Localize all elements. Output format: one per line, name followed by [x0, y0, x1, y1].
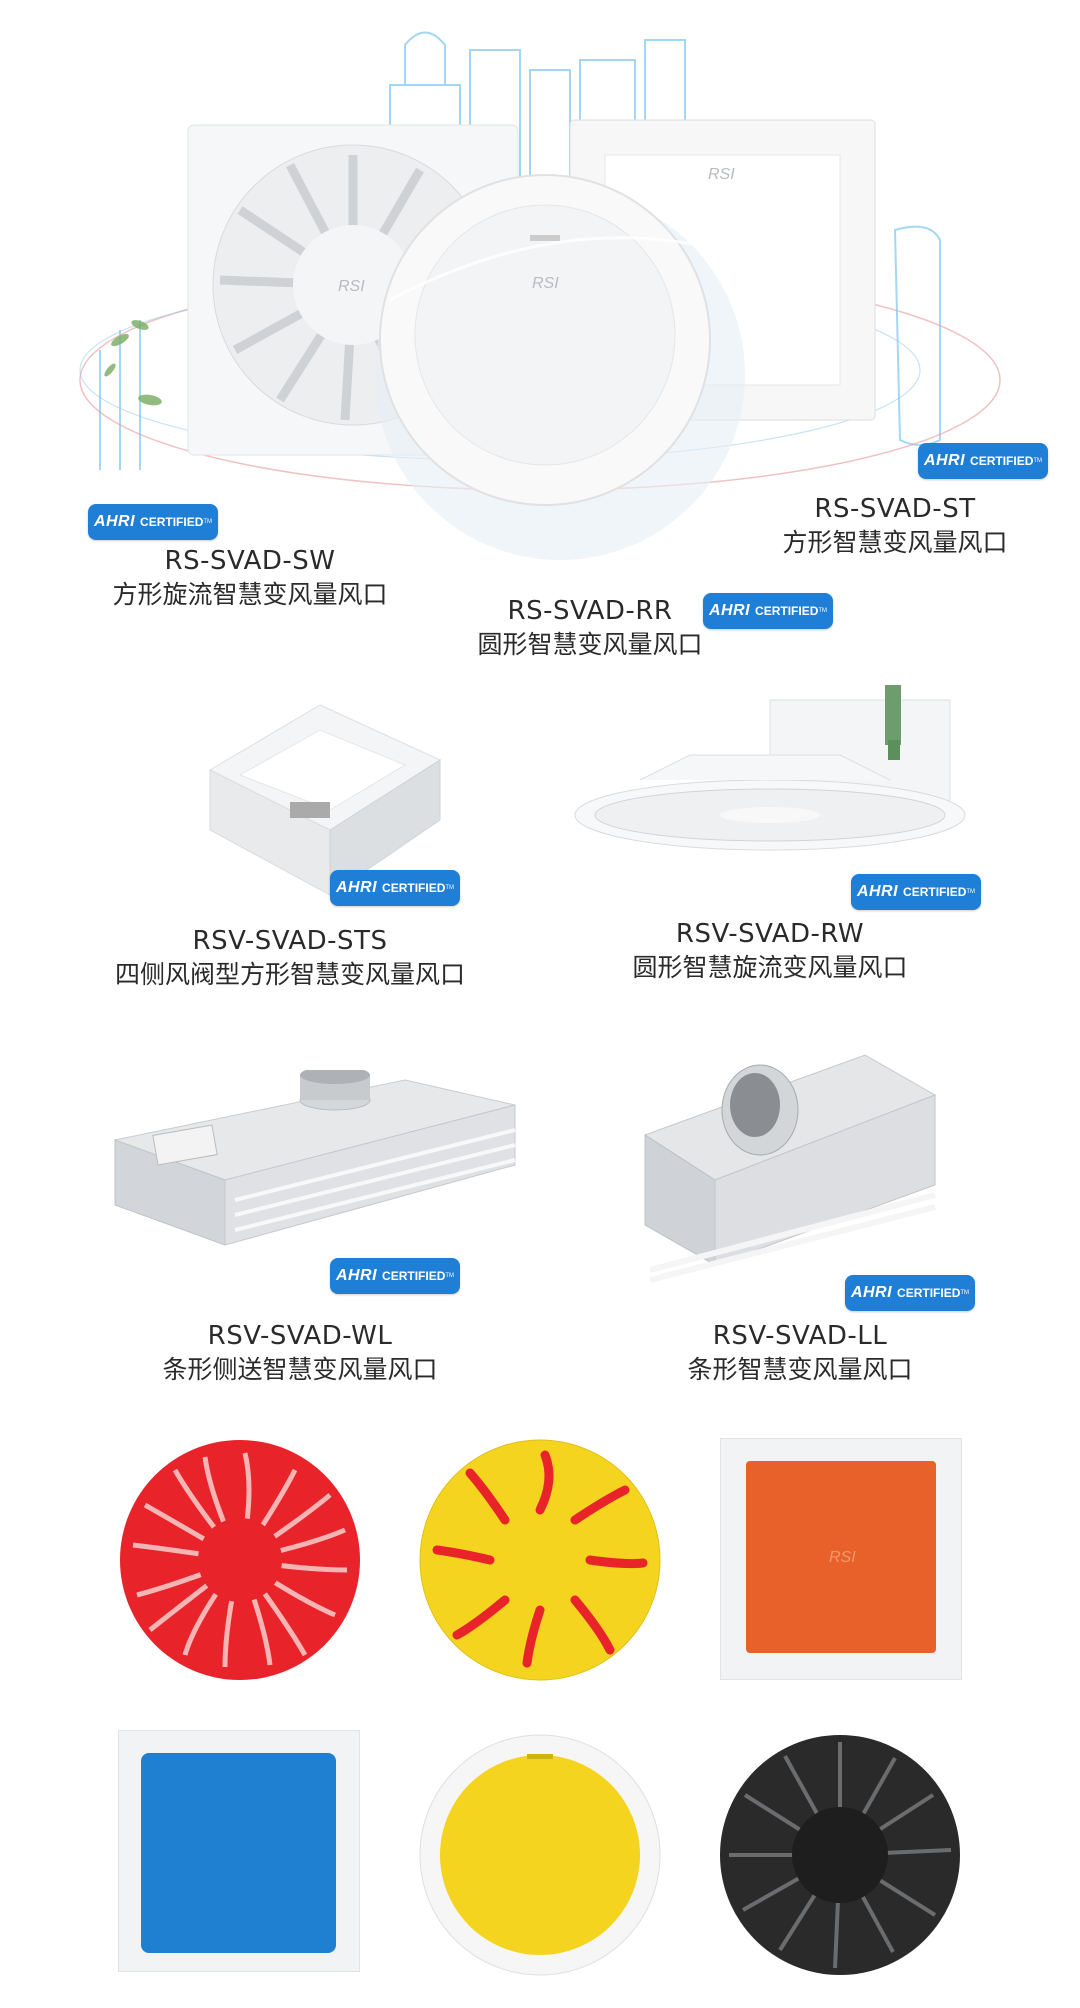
product-description: 圆形智慧旋流变风量风口 [632, 952, 908, 982]
model-name: RS-SVAD-SW [164, 546, 336, 576]
product-description: 方形旋流智慧变风量风口 [112, 579, 388, 609]
rsv-svad-wl-image [113, 1070, 516, 1246]
hero-illustration [79, 31, 1001, 560]
rs-svad-rr-logo: RSI [532, 275, 559, 292]
blue-square-diffuser-image [118, 1730, 360, 1972]
orange-square-diffuser-image: RSI [720, 1438, 962, 1680]
rs-svad-sw-logo: RSI [338, 278, 365, 295]
black-swirl-diffuser-image [720, 1735, 960, 1975]
product-label-rsv-svad-rw: RSV-SVAD-RW 圆形智慧旋流变风量风口 [610, 918, 930, 984]
model-name: RS-SVAD-ST [814, 494, 976, 524]
model-name: RSV-SVAD-WL [207, 1321, 393, 1351]
product-label-rsv-svad-ll: RSV-SVAD-LL 条形智慧变风量风口 [660, 1320, 940, 1386]
model-name: RSV-SVAD-RW [675, 919, 865, 949]
product-label-rs-svad-st: RS-SVAD-ST 方形智慧变风量风口 [760, 493, 1030, 559]
rs-svad-rr-image [379, 174, 711, 506]
rs-svad-st-logo: RSI [708, 166, 735, 183]
rsv-svad-ll-image [643, 1054, 937, 1283]
product-label-rs-svad-rr: RS-SVAD-RR 圆形智慧变风量风口 [440, 595, 740, 661]
product-description: 圆形智慧变风量风口 [477, 629, 703, 659]
rsv-svad-sts-image [208, 704, 442, 896]
product-label-rsv-svad-wl: RSV-SVAD-WL 条形侧送智慧变风量风口 [130, 1320, 470, 1386]
red-swirl-diffuser-image [120, 1440, 360, 1680]
product-description: 方形智慧变风量风口 [782, 527, 1008, 557]
model-name: RSV-SVAD-LL [712, 1321, 888, 1351]
yellow-red-swirl-diffuser-image [419, 1439, 661, 1681]
orange-diffuser-logo: RSI [829, 1549, 856, 1566]
product-label-rsv-svad-sts: RSV-SVAD-STS 四侧风阀型方形智慧变风量风口 [90, 925, 490, 991]
rsv-svad-rw-image [574, 685, 966, 851]
product-description: 条形智慧变风量风口 [687, 1354, 913, 1384]
product-description: 条形侧送智慧变风量风口 [162, 1354, 438, 1384]
product-label-rs-svad-sw: RS-SVAD-SW 方形旋流智慧变风量风口 [80, 545, 420, 611]
product-description: 四侧风阀型方形智慧变风量风口 [114, 959, 465, 989]
model-name: RSV-SVAD-STS [192, 926, 388, 956]
yellow-round-diffuser-image [419, 1734, 661, 1976]
model-name: RS-SVAD-RR [507, 596, 673, 626]
